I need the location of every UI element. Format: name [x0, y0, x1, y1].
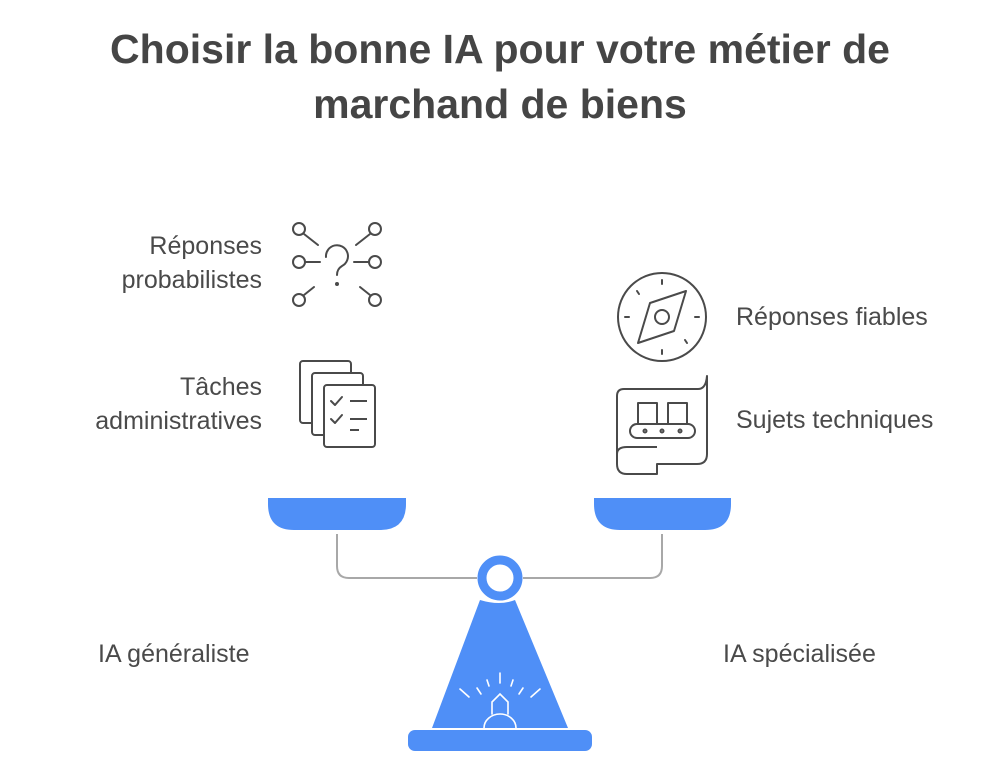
label-ia-specialisee: IA spécialisée — [723, 640, 876, 668]
compass-icon — [617, 272, 707, 362]
scale-base — [408, 730, 592, 751]
question-network-icon — [292, 222, 382, 307]
scale-rod — [336, 534, 663, 579]
label-ia-generaliste: IA généraliste — [98, 640, 250, 668]
label-sujets-techniques: Sujets techniques — [736, 406, 934, 434]
label-reponses-fiables: Réponses fiables — [736, 303, 928, 331]
lightbulb-idea-icon — [459, 672, 541, 729]
conveyor-blueprint-icon — [616, 375, 708, 475]
title-line-1: Choisir la bonne IA pour votre métier de — [110, 26, 890, 72]
pivot — [477, 555, 523, 601]
left-pan — [268, 498, 406, 530]
page-title: Choisir la bonne IA pour votre métier de… — [0, 22, 1000, 132]
title-line-2: marchand de biens — [313, 81, 687, 127]
checklist-documents-icon — [299, 360, 376, 448]
balance-scale — [268, 498, 731, 751]
scale-stand — [432, 600, 568, 728]
right-pan — [594, 498, 731, 530]
